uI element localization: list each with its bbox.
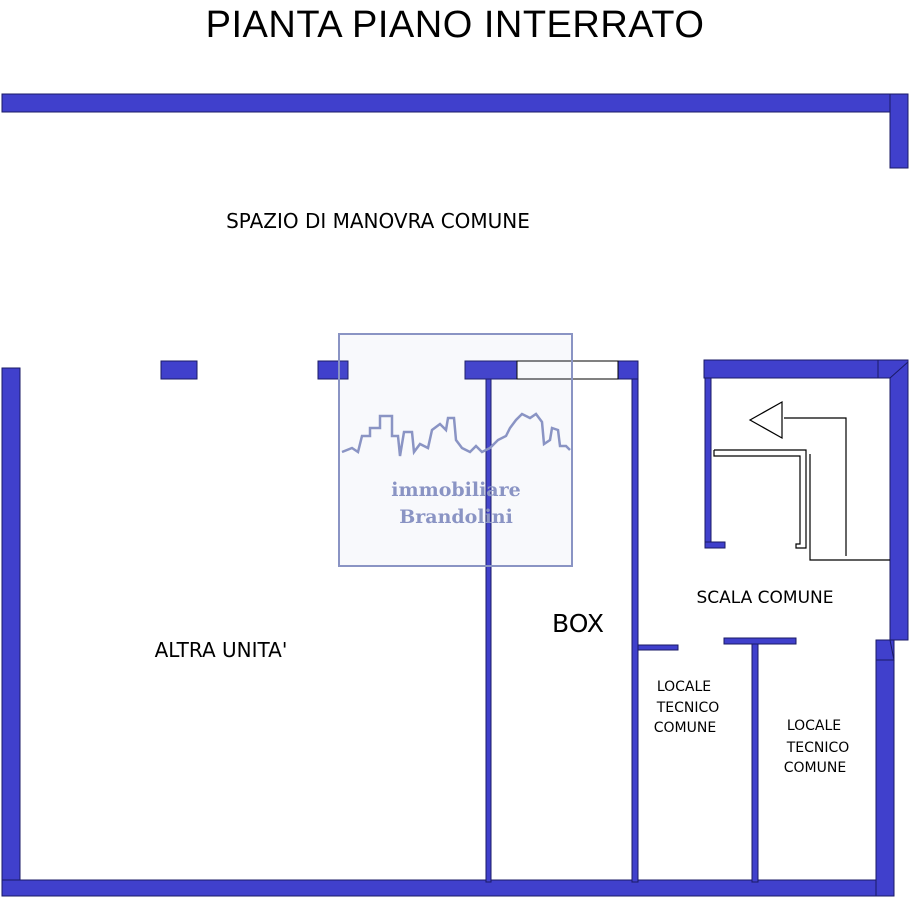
box-door-opening bbox=[516, 360, 619, 380]
stair-arrow-icon bbox=[748, 400, 783, 440]
wall-stair-left bbox=[704, 377, 712, 549]
wall-box-left bbox=[485, 378, 492, 883]
label-locale2-line2: TECNICO bbox=[786, 740, 850, 756]
walls bbox=[1, 93, 909, 897]
stair-lines bbox=[713, 417, 890, 561]
wall-locale-divider bbox=[751, 643, 759, 883]
pillar-4 bbox=[617, 360, 639, 380]
wall-top bbox=[1, 93, 909, 113]
wall-left bbox=[1, 367, 21, 897]
label-locale2-line1: LOCALE bbox=[787, 718, 841, 734]
wall-right-upper bbox=[889, 360, 909, 641]
wall-right-kink bbox=[875, 639, 895, 661]
watermark-line1: immobiliare bbox=[391, 479, 520, 501]
watermark-line2: Brandolini bbox=[399, 506, 513, 528]
wall-locale-top-2 bbox=[723, 637, 797, 645]
pillar-2 bbox=[317, 360, 349, 380]
wall-right-lower bbox=[875, 639, 895, 897]
label-locale1-line2: TECNICO bbox=[656, 700, 720, 716]
wall-box-right bbox=[631, 378, 639, 883]
wall-bottom bbox=[1, 879, 895, 897]
skyline-icon bbox=[341, 412, 571, 457]
plan-title: PIANTA PIANO INTERRATO bbox=[205, 4, 705, 46]
wall-stair-left-foot bbox=[704, 541, 726, 549]
label-locale1-line3: COMUNE bbox=[654, 720, 716, 736]
label-scala-comune: SCALA COMUNE bbox=[696, 588, 833, 608]
wall-stair-top bbox=[703, 359, 879, 379]
pillar-1 bbox=[160, 360, 198, 380]
label-locale2-line3: COMUNE bbox=[784, 760, 846, 776]
label-locale1-line1: LOCALE bbox=[657, 679, 711, 695]
label-altra-unita: ALTRA UNITA' bbox=[155, 638, 288, 662]
label-box: BOX bbox=[552, 609, 604, 638]
watermark-logo: immobiliare Brandolini bbox=[338, 333, 573, 567]
wall-top-right-return bbox=[889, 93, 909, 169]
wall-locale-top-1 bbox=[637, 644, 679, 651]
label-spazio-manovra: SPAZIO DI MANOVRA COMUNE bbox=[226, 209, 530, 233]
